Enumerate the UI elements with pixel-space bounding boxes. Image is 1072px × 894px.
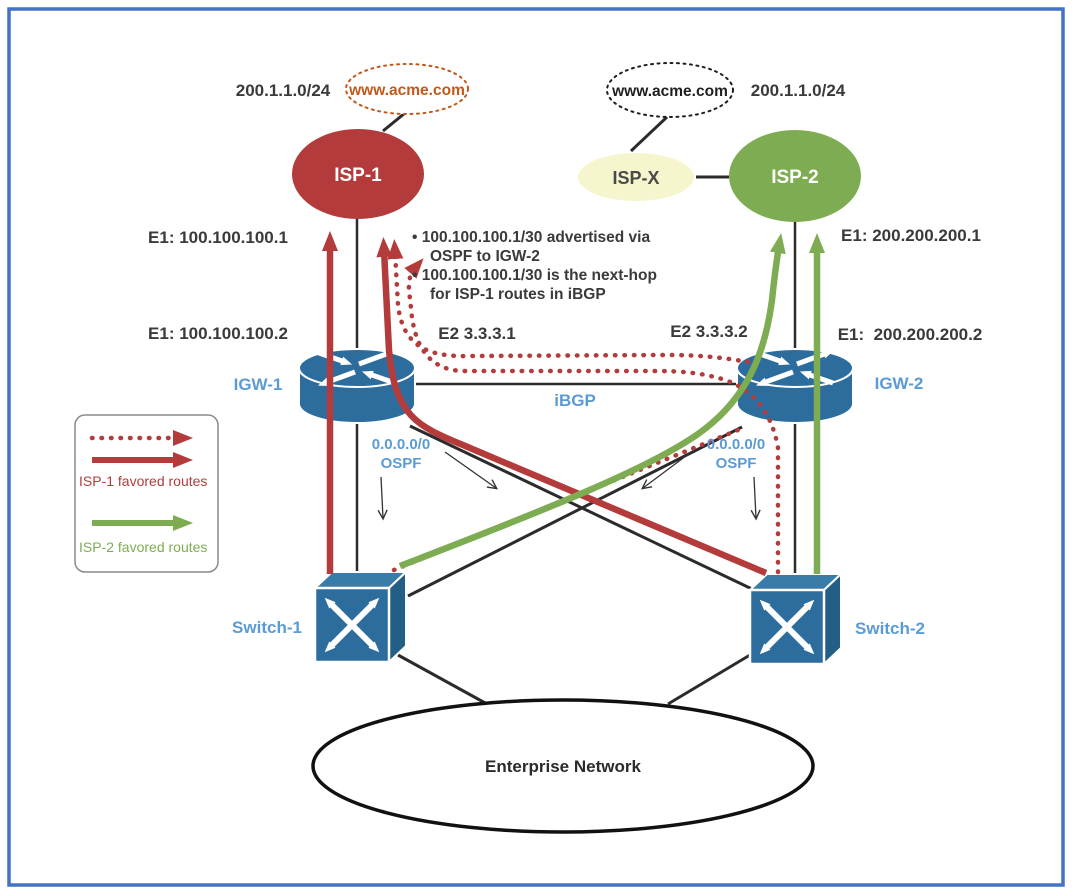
ospf-arrow-right-diagonal <box>640 449 695 490</box>
ospf-right-line2: OSPF <box>716 455 757 472</box>
note-line-4: for ISP-1 routes in iBGP <box>430 286 606 303</box>
legend-isp1-label: ISP-1 favored routes <box>79 473 207 489</box>
ibgp-label: iBGP <box>554 391 596 410</box>
ospf-right-label: 0.0.0.0/0 OSPF <box>707 436 765 472</box>
switch1-label: Switch-1 <box>232 618 302 637</box>
igw1-e1-label: E1: 100.100.100.2 <box>148 324 288 343</box>
link-switch2-enterprise <box>667 653 751 706</box>
route-dotted-igw2-isp1-upper <box>387 239 751 365</box>
acme-left-label: www.acme.com <box>348 82 465 99</box>
ospf-arrow-right-down <box>750 476 761 521</box>
ispx-label: ISP-X <box>612 168 659 188</box>
switch2-label: Switch-2 <box>855 619 925 638</box>
switch1-icon <box>312 569 409 665</box>
ospf-default-arrows <box>377 449 761 521</box>
route-dotted-igw2-isp1-lower <box>404 258 781 451</box>
switch-x-arrow <box>324 597 380 653</box>
acme-right-ellipse <box>606 62 734 118</box>
legend: ISP-1 favored routes ISP-2 favored route… <box>74 414 219 573</box>
switch-x-arrow <box>759 599 815 655</box>
enterprise-network-node <box>311 698 815 834</box>
prefix-left-label: 200.1.1.0/24 <box>236 81 331 100</box>
router-arrow-icon <box>358 349 397 367</box>
link-switch1-enterprise <box>397 653 488 706</box>
ospf-right-line1: 0.0.0.0/0 <box>707 436 765 453</box>
note-line-1: • 100.100.100.1/30 advertised via <box>412 229 650 246</box>
igw1-e2-label: E2 3.3.3.1 <box>438 324 516 343</box>
ospf-arrow-left-down <box>377 476 388 521</box>
note-line-2: OSPF to IGW-2 <box>430 248 540 265</box>
igw2-label: IGW-2 <box>875 374 924 393</box>
route-notes: • 100.100.100.1/30 advertised via OSPF t… <box>412 229 657 303</box>
isp2-e1-label: E1: 200.200.200.1 <box>841 226 981 245</box>
link-acme-ispx <box>629 115 669 153</box>
legend-isp2-label: ISP-2 favored routes <box>79 539 207 555</box>
acme-left-ellipse <box>345 63 469 115</box>
router-top <box>298 348 416 388</box>
isp1-label: ISP-1 <box>334 165 382 186</box>
ospf-left-line2: OSPF <box>381 455 422 472</box>
router-arrow-icon <box>755 369 794 387</box>
isp2-label: ISP-2 <box>771 167 819 188</box>
ospf-left-line1: 0.0.0.0/0 <box>372 436 430 453</box>
acme-right-label: www.acme.com <box>611 83 728 100</box>
enterprise-network-label: Enterprise Network <box>485 757 641 776</box>
isp1-e1-label: E1: 100.100.100.1 <box>148 228 288 247</box>
isp1-node <box>292 129 424 219</box>
link-isp1-acme <box>382 111 406 133</box>
switch-side <box>388 569 407 665</box>
router-arrow-icon <box>796 349 835 367</box>
igw1-label: IGW-1 <box>234 375 283 394</box>
route-green-switch1-igw2-isp2 <box>398 233 786 570</box>
note-line-3: • 100.100.100.1/30 is the next-hop <box>412 267 657 284</box>
prefix-right-label: 200.1.1.0/24 <box>751 81 846 100</box>
isp2-node <box>729 130 861 222</box>
ospf-left-label: 0.0.0.0/0 OSPF <box>372 436 430 472</box>
igw2-e1-label: E1: 200.200.200.2 <box>838 325 983 344</box>
switch-side <box>823 571 842 667</box>
route-red-switch2-igw1-isp1 <box>376 237 768 576</box>
route-overlays <box>322 231 825 576</box>
ospf-arrow-left-diagonal <box>444 451 499 490</box>
switch2-icon <box>747 571 844 667</box>
ispx-node <box>578 153 694 201</box>
igw2-e2-label: E2 3.3.3.2 <box>670 322 748 341</box>
